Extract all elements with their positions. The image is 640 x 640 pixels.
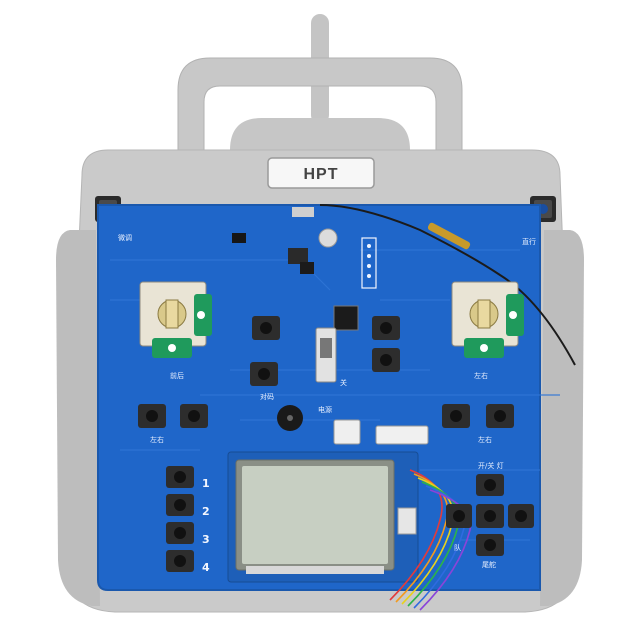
smd-part (292, 207, 314, 217)
label-switch-off: 关 (340, 378, 347, 387)
label-light: 开/关 灯 (478, 461, 504, 470)
channel-button-3[interactable] (166, 522, 194, 544)
power-connector (333, 419, 361, 445)
label-bottom-right: 尾舵 (482, 560, 496, 569)
dpad-center-button[interactable] (476, 504, 504, 528)
trim-right-button-b[interactable] (486, 404, 514, 428)
trim-left-button-b[interactable] (180, 404, 208, 428)
dpad-left-button[interactable] (446, 504, 472, 528)
lcd-screen (242, 466, 388, 564)
right-upper-button[interactable] (372, 316, 400, 340)
left-joystick[interactable] (139, 281, 212, 358)
label-pair: 对码 (260, 392, 274, 401)
channel-button-2[interactable] (166, 494, 194, 516)
buzzer (277, 405, 303, 431)
dpad-up-button[interactable] (476, 474, 504, 496)
lcd-connector (375, 425, 429, 445)
channel-button-4[interactable] (166, 550, 194, 572)
dpad-down-button[interactable] (476, 534, 504, 556)
brand-badge (267, 157, 375, 189)
channel-number-1: 1 (202, 477, 210, 490)
smd-chip (232, 233, 246, 243)
crystal (318, 228, 338, 248)
mcu-chip (333, 305, 359, 331)
pair-button-lower[interactable] (250, 362, 278, 386)
rf-chip (288, 248, 308, 264)
lcd-pins (246, 566, 384, 574)
right-joystick[interactable] (451, 281, 524, 358)
label-top-left: 微调 (118, 233, 132, 242)
dpad-right-button[interactable] (508, 504, 534, 528)
channel-number-4: 4 (202, 561, 210, 574)
label-trim-right: 左右 (478, 435, 492, 444)
channel-number-3: 3 (202, 533, 210, 546)
pair-button-upper[interactable] (252, 316, 280, 340)
power-switch[interactable] (315, 327, 337, 383)
antenna-connector (427, 222, 471, 250)
trim-left-button-a[interactable] (138, 404, 166, 428)
right-grip (540, 230, 584, 606)
right-lower-button[interactable] (372, 348, 400, 372)
lcd-module (227, 451, 419, 583)
brand-label: HPT (304, 166, 339, 183)
channel-number-2: 2 (202, 505, 210, 518)
pin-header (367, 244, 371, 278)
label-power: 电源 (318, 405, 332, 414)
label-trim-left: 左右 (150, 435, 164, 444)
smd-chip (300, 262, 314, 274)
label-side: 队 (454, 543, 461, 552)
channel-button-1[interactable] (166, 466, 194, 488)
label-top-right: 直行 (522, 237, 536, 246)
antenna-cable (319, 204, 576, 366)
pin-header-outline (361, 237, 377, 289)
left-grip (56, 230, 100, 606)
label-stick-left: 前后 (170, 371, 184, 380)
trim-right-button-a[interactable] (442, 404, 470, 428)
label-stick-right: 左右 (474, 371, 488, 380)
